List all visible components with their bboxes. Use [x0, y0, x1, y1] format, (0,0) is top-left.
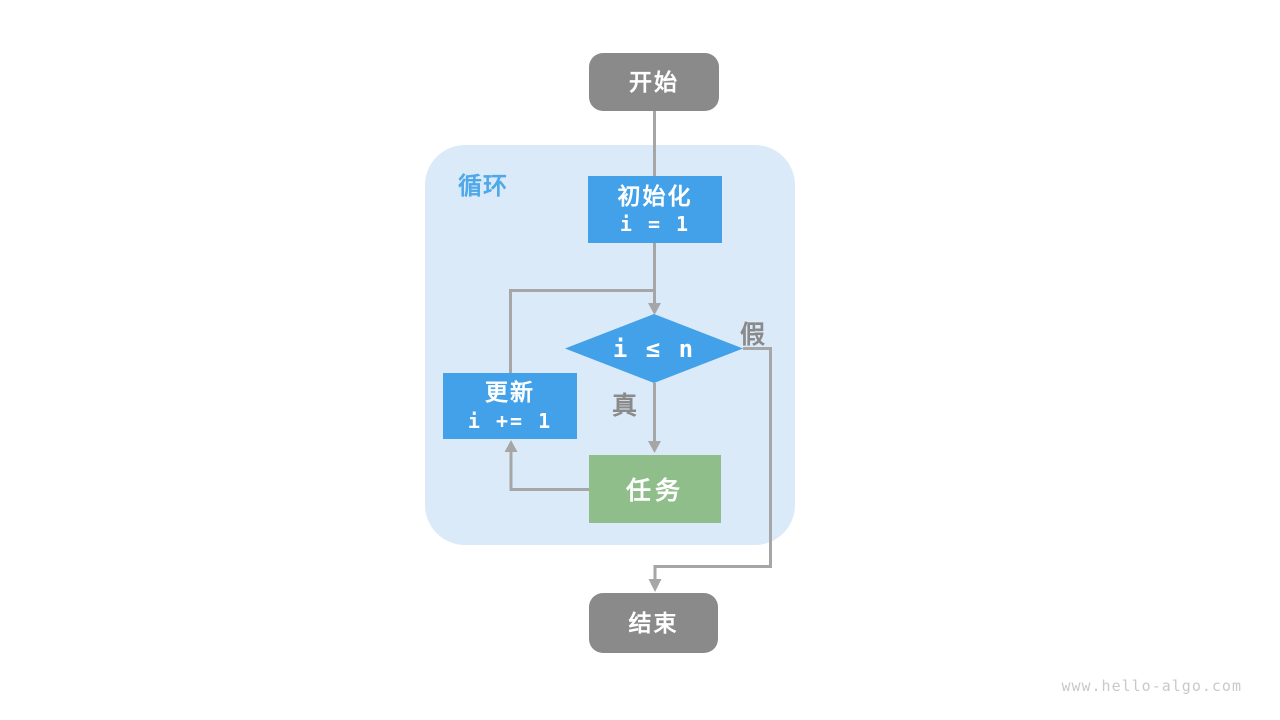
- node-update-code: i += 1: [467, 408, 553, 433]
- node-initialize: 初始化 i = 1: [588, 176, 722, 243]
- node-end: 结束: [589, 593, 718, 653]
- edge-task-to-update: [509, 452, 589, 491]
- node-update: 更新 i += 1: [443, 373, 577, 439]
- watermark: www.hello-algo.com: [1061, 677, 1242, 695]
- node-initialize-title: 初始化: [617, 182, 693, 209]
- arrowhead-into-task: [648, 441, 661, 453]
- node-initialize-code: i = 1: [619, 212, 691, 237]
- arrowhead-into-update: [504, 440, 518, 452]
- node-end-label: 结束: [628, 609, 679, 636]
- false-branch-label: 假: [740, 321, 766, 349]
- edge-condition-false-to-end: [653, 347, 772, 580]
- node-start: 开始: [589, 53, 719, 111]
- loop-label: 循环: [458, 173, 508, 200]
- arrowhead-into-condition: [648, 303, 661, 315]
- node-start-label: 开始: [629, 68, 679, 95]
- node-condition-code: i ≤ n: [612, 334, 696, 363]
- node-task-label: 任务: [625, 477, 684, 505]
- edge-update-loopback: [509, 289, 655, 373]
- arrowhead-into-end: [648, 579, 662, 592]
- true-branch-label: 真: [612, 392, 638, 420]
- node-update-title: 更新: [485, 379, 535, 406]
- node-task: 任务: [589, 455, 721, 523]
